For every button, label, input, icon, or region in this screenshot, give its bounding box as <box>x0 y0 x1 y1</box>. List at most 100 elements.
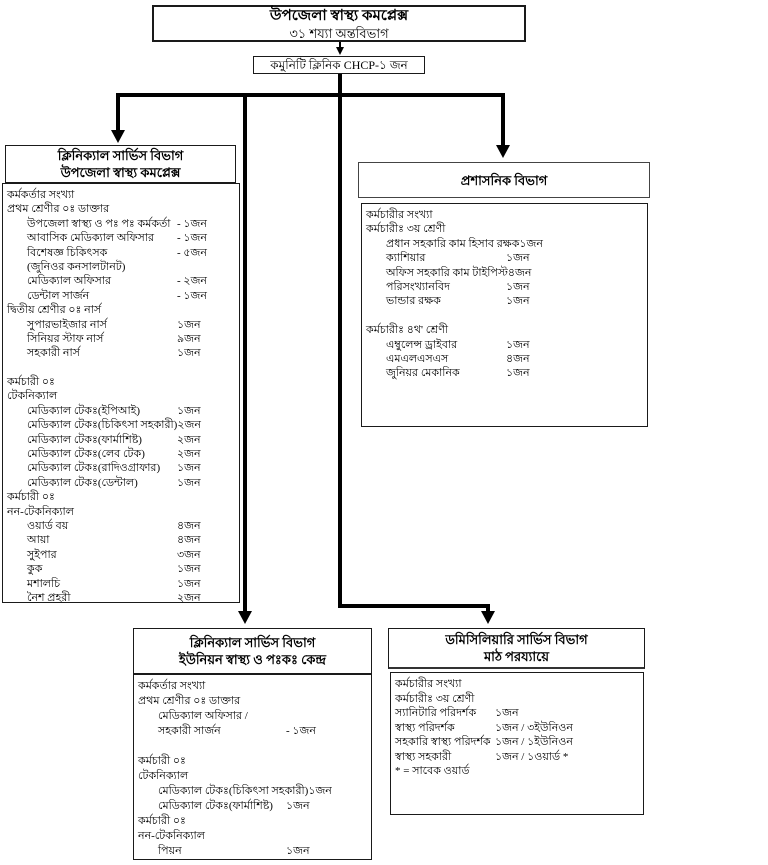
staff-count: ২জন <box>177 419 201 432</box>
staff-count: ১জন <box>495 707 519 719</box>
root-subtitle: ৩১ শয্যা অন্তবিভাগ <box>289 25 389 41</box>
arrow-down-icon <box>111 130 125 143</box>
staff-label: উপজেলা স্বাস্থ্য ও পঃ পঃ কর্মকর্তা <box>27 217 171 230</box>
staff-row: * = সাবেক ওয়ার্ড <box>395 764 640 779</box>
staff-row: কর্মচারীঃ ৩য় শ্রেণী <box>366 222 644 236</box>
clinical-uhc-staff-list: কর্মকর্তার সংখ্যা প্রথম শ্রেণীর ০ঃ ডাক্তা… <box>2 183 240 603</box>
community-clinic-label: কমুনিটি ক্লিনিক CHCP-১ জন <box>270 58 408 72</box>
staff-label: কর্মকর্তার সংখ্যা <box>7 189 75 201</box>
staff-count: ১জন <box>177 462 201 475</box>
staff-label: টেকনিক্যাল <box>138 770 189 782</box>
staff-label: প্রথম শ্রেণীর ০ঃ ডাক্তার <box>7 203 110 216</box>
staff-count: ১জন <box>177 318 201 331</box>
staff-row: কর্মচারীর সংখ্যা <box>366 208 644 222</box>
clinical-uhc-header-box: ক্লিনিক্যাল সার্ভিস বিভাগ উপজেলা স্বাস্থ… <box>5 145 236 183</box>
staff-label: নৈশ প্রহরী <box>27 591 71 603</box>
staff-count: ১জন <box>286 845 310 857</box>
staff-count: ১জন <box>177 476 201 489</box>
community-clinic-box: কমুনিটি ক্লিনিক CHCP-১ জন <box>253 56 425 74</box>
staff-count: ২জন <box>177 448 201 461</box>
arrow-down-icon <box>481 611 495 624</box>
clinical-union-subtitle: ইউনিয়ন স্বাস্থ্য ও পঃকঃ কেন্দ্র <box>178 652 327 667</box>
staff-row: কর্মচারীঃ ৩য় শ্রেণী <box>395 692 640 707</box>
staff-row: কর্মচারী ০ঃ <box>138 754 368 769</box>
staff-row: কর্মকর্তার সংখ্যা <box>138 679 368 694</box>
staff-label: মেডিক্যাল টেকঃ(ডেন্টাল) <box>27 476 138 489</box>
staff-row <box>138 739 368 754</box>
staff-label: কর্মচারী ০ঃ <box>7 376 55 389</box>
staff-label: কর্মচারীর সংখ্যা <box>395 678 462 690</box>
staff-label: আবাসিক মেডিক্যাল অফিসার <box>27 232 155 245</box>
staff-label: ভান্ডার রক্ষক <box>386 295 441 308</box>
staff-label: প্রধান সহকারি কাম হিসাব রক্ষক <box>386 237 520 250</box>
staff-label: স্বাস্থ্য সহকারী <box>395 750 452 763</box>
staff-row: মেডিক্যাল টেকঃ(চিকিৎসা সহকারী)২জন <box>7 418 236 432</box>
staff-count: - ১জন <box>177 217 207 230</box>
staff-row: মেডিক্যাল টেকঃ(ফার্মাশিষ্ট)২জন <box>7 433 236 447</box>
staff-label <box>7 361 177 375</box>
connector-branch-horizontal <box>116 93 505 97</box>
staff-label: সুইপার <box>27 548 57 561</box>
staff-count: ১জন / ১ইউনিওন <box>495 736 573 748</box>
staff-row: আয়া৪জন <box>7 533 236 547</box>
staff-row: এমএলএসএস ৪জন <box>366 352 644 366</box>
staff-label: প্রথম শ্রেণীর ০ঃ ডাক্তার <box>138 695 241 707</box>
staff-label <box>138 739 286 754</box>
staff-row: কর্মচারী ০ঃ <box>138 814 368 829</box>
domiciliary-header-box: ডমিসিলিয়ারি সার্ভিস বিভাগ মাঠ পরয্যায়ে <box>388 628 645 669</box>
staff-label: কর্মচারীঃ ৪থ' শ্রেণী <box>366 324 448 337</box>
staff-count: ৪জন <box>506 352 530 365</box>
staff-row: দ্বিতীয় শ্রেণীর ০ঃ নার্স <box>7 303 236 317</box>
staff-label: পরিসংখ্যানবিদ <box>386 280 450 293</box>
staff-label: সিনিয়র স্টাফ নার্স <box>27 332 104 345</box>
staff-count: ১জন <box>506 252 530 265</box>
staff-row: বিশেষজ্ঞ চিকিৎসক- ৫জন <box>7 246 236 260</box>
staff-label: মেডিক্যাল টেকঃ(চিকিৎসা সহকারী) <box>27 419 178 432</box>
staff-label: ওয়ার্ড বয় <box>27 519 69 532</box>
staff-count: - ১জন <box>177 232 207 245</box>
staff-count: ১জন <box>506 295 530 308</box>
staff-count: ১জন / ১ওয়ার্ড * <box>495 750 569 763</box>
connector-to-clinical-uhc <box>116 93 120 131</box>
arrow-down-icon <box>238 611 252 624</box>
staff-count: ১জন <box>519 237 543 250</box>
staff-row: ডেন্টাল সার্জন- ১জন <box>7 289 236 303</box>
staff-row: প্রথম শ্রেণীর ০ঃ ডাক্তার <box>7 202 236 216</box>
clinical-union-staff-list: কর্মকর্তার সংখ্যা প্রথম শ্রেণীর ০ঃ ডাক্তা… <box>133 674 372 860</box>
staff-label: কর্মকর্তার সংখ্যা <box>138 680 206 692</box>
staff-label: নন-টেকনিক্যাল <box>138 830 205 842</box>
staff-row: ওয়ার্ড বয়৪জন <box>7 519 236 533</box>
staff-count: - ২জন <box>177 275 207 288</box>
staff-label: কর্মচারী ০ঃ <box>138 755 186 767</box>
staff-row: মেডিক্যাল টেকঃ(ইপিআই)১জন <box>7 404 236 418</box>
staff-row: টেকনিক্যাল <box>138 769 368 784</box>
staff-label: এমএলএসএস <box>386 352 449 365</box>
staff-row: মেডিক্যাল টেকঃ(ফার্মাশিষ্ট)১জন <box>138 799 368 814</box>
staff-label <box>366 309 506 323</box>
connector-chcp-stem <box>338 73 342 95</box>
staff-count: - ১জন <box>286 725 316 737</box>
staff-row: কর্মচারী ০ঃ <box>7 375 236 389</box>
staff-row: ভান্ডার রক্ষক ১জন <box>366 294 644 308</box>
staff-row: নন-টেকনিক্যাল <box>138 829 368 844</box>
staff-label: কর্মচারী ০ঃ <box>7 491 55 504</box>
staff-label: কর্মচারীঃ ৩য় শ্রেণী <box>395 692 475 705</box>
staff-row: প্রথম শ্রেণীর ০ঃ ডাক্তার <box>138 694 368 709</box>
staff-label: কর্মচারীর সংখ্যা <box>366 209 433 221</box>
staff-count: ১জন <box>308 785 332 797</box>
staff-label: স্বাস্থ্য পরিদর্শক <box>395 721 455 734</box>
domiciliary-staff-list: কর্মচারীর সংখ্যা কর্মচারীঃ ৩য় শ্রেণীস্যা… <box>390 672 644 815</box>
staff-label: সহকারী নার্স <box>27 347 80 360</box>
admin-title: প্রশাসনিক বিভাগ <box>460 172 548 188</box>
domiciliary-title: ডমিসিলিয়ারি সার্ভিস বিভাগ <box>445 632 588 647</box>
staff-count: ১জন <box>177 577 201 590</box>
staff-row: নৈশ প্রহরী২জন <box>7 591 236 603</box>
staff-count: ১জন <box>177 563 201 576</box>
arrow-down-icon <box>336 47 344 55</box>
root-box-upazila-health-complex: উপজেলা স্বাস্থ্য কমপ্লেক্স ৩১ শয্যা অন্ত… <box>152 5 526 42</box>
